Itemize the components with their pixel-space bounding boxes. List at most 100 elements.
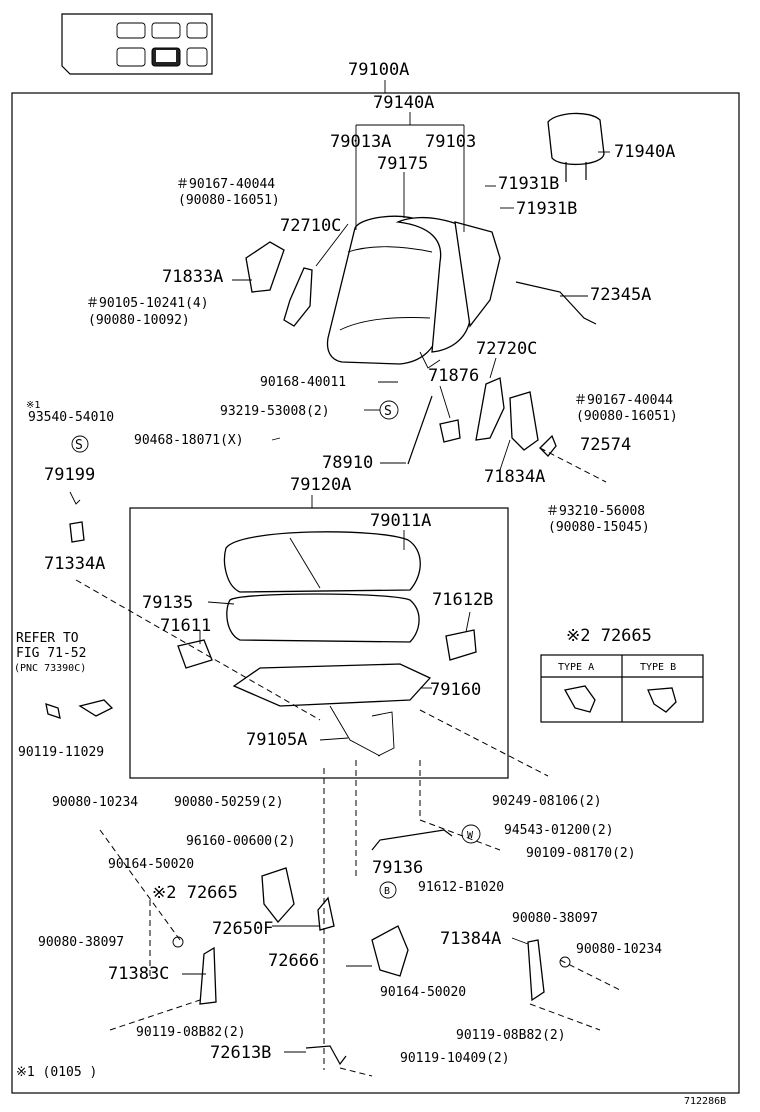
label-90080-38097-r: 90080-38097 bbox=[512, 911, 598, 926]
label-71940a: 71940A bbox=[614, 142, 675, 162]
label-90080-10234-r: 90080-10234 bbox=[576, 942, 662, 957]
assembly-frame bbox=[11, 92, 740, 1094]
label-78910: 78910 bbox=[322, 453, 373, 473]
label-96160: 96160-00600(2) bbox=[186, 834, 296, 849]
label-93219: 93219-53008(2) bbox=[220, 404, 330, 419]
label-72574: 72574 bbox=[580, 435, 631, 455]
label-79105a: 79105A bbox=[246, 730, 307, 750]
part-71383c bbox=[199, 946, 217, 1005]
part-72665 bbox=[261, 867, 295, 924]
cover-71833a bbox=[245, 241, 285, 293]
bolt-head-90080-38097-r bbox=[559, 956, 571, 968]
label-79103: 79103 bbox=[425, 132, 476, 152]
b-mark-letter: B bbox=[384, 886, 390, 897]
label-90468: 90468-18071(X) bbox=[134, 433, 244, 448]
label-79011a: 79011A bbox=[370, 511, 431, 531]
label-71834a: 71834A bbox=[484, 467, 545, 487]
label-79140a: 79140A bbox=[373, 93, 434, 113]
label-79160: 79160 bbox=[430, 680, 481, 700]
label-71383c: 71383C bbox=[108, 964, 169, 984]
label-91612: 91612-B1020 bbox=[418, 880, 504, 895]
label-79120a: 79120A bbox=[290, 475, 351, 495]
label-90249: 90249-08106(2) bbox=[492, 794, 602, 809]
label-71931b-2: 71931B bbox=[516, 199, 577, 219]
labels: 79100A 79140A 79013A 79103 79175 71940A … bbox=[14, 60, 726, 1107]
label-90119-11029: 90119-11029 bbox=[18, 745, 104, 760]
s-mark-letter-1: S bbox=[75, 438, 83, 453]
label-79175: 79175 bbox=[377, 154, 428, 174]
label-screw-mid-1: ＃90105-10241(4) bbox=[86, 296, 209, 311]
seat-location-icon bbox=[61, 13, 213, 75]
label-type-b: TYPE B bbox=[640, 662, 676, 673]
part-71876 bbox=[439, 419, 461, 443]
cover-71834a bbox=[509, 391, 539, 451]
label-screw-r-1: ＃90167-40044 bbox=[574, 393, 673, 408]
s-mark-letter-2: S bbox=[384, 404, 392, 419]
dashed-lines bbox=[75, 447, 621, 1077]
label-note1-mark: ※1 bbox=[26, 400, 40, 411]
label-72710c: 72710C bbox=[280, 216, 341, 236]
label-screw-top-1: ＃90167-40044 bbox=[176, 177, 275, 192]
label-screw-r2-1: ＃93210-56008 bbox=[546, 504, 645, 519]
bolt-head-90080-38097-l bbox=[172, 936, 184, 948]
label-footnote: ※1 (0105 ) bbox=[16, 1065, 97, 1080]
label-90119-10409: 90119-10409(2) bbox=[400, 1051, 510, 1066]
label-79136: 79136 bbox=[372, 858, 423, 878]
label-90080-50259: 90080-50259(2) bbox=[174, 795, 284, 810]
label-79013a: 79013A bbox=[330, 132, 391, 152]
headrest-drawing bbox=[547, 112, 605, 182]
label-79199: 79199 bbox=[44, 465, 95, 485]
label-90164-b: 90164-50020 bbox=[380, 985, 466, 1000]
b-mark-circle bbox=[379, 881, 397, 899]
label-note2-72665: ※2 72665 bbox=[152, 883, 238, 903]
label-90080-38097-l: 90080-38097 bbox=[38, 935, 124, 950]
label-90119-08b82-l: 90119-08B82(2) bbox=[136, 1025, 246, 1040]
part-72613b bbox=[305, 1045, 347, 1066]
label-71384a: 71384A bbox=[440, 929, 501, 949]
part-79199 bbox=[69, 491, 81, 505]
label-72650f: 72650F bbox=[212, 919, 273, 939]
part-71384a bbox=[527, 939, 545, 1002]
label-refer-1: REFER TO bbox=[16, 631, 79, 646]
label-71833a: 71833A bbox=[162, 267, 223, 287]
seat-cushion-drawing bbox=[177, 531, 477, 757]
bracket-refer bbox=[78, 699, 114, 717]
part-79136 bbox=[371, 829, 453, 851]
bracket-72710c bbox=[283, 267, 313, 327]
label-90119-08b82-r: 90119-08B82(2) bbox=[456, 1028, 566, 1043]
w-mark bbox=[461, 824, 481, 844]
label-72720c: 72720C bbox=[476, 339, 537, 359]
label-90164-a: 90164-50020 bbox=[108, 857, 194, 872]
label-71334a: 71334A bbox=[44, 554, 105, 574]
label-71876: 71876 bbox=[428, 366, 479, 386]
part-72574 bbox=[539, 434, 557, 457]
seat-back-drawing bbox=[326, 215, 501, 369]
part-72650f bbox=[317, 896, 335, 931]
label-93540: 93540-54010 bbox=[28, 410, 114, 425]
label-90168: 90168-40011 bbox=[260, 375, 346, 390]
label-screw-r2-2: (90080-15045) bbox=[548, 520, 650, 535]
label-figure-id: 712286B bbox=[684, 1096, 726, 1107]
part-72666 bbox=[371, 925, 409, 977]
label-screw-r-2: (90080-16051) bbox=[576, 409, 678, 424]
w-mark-letter: W bbox=[467, 830, 474, 841]
label-refer-3: (PNC 73390C) bbox=[14, 663, 86, 674]
label-72666: 72666 bbox=[268, 951, 319, 971]
part-71334a bbox=[69, 521, 85, 543]
label-79135: 79135 bbox=[142, 593, 193, 613]
label-90080-10234-l: 90080-10234 bbox=[52, 795, 138, 810]
label-90109: 90109-08170(2) bbox=[526, 846, 636, 861]
bolt-90119-11029-shape bbox=[45, 703, 61, 719]
rod-72345a bbox=[515, 281, 597, 325]
label-type-a: TYPE A bbox=[558, 662, 594, 673]
label-72345a: 72345A bbox=[590, 285, 651, 305]
label-screw-top-2: (90080-16051) bbox=[178, 193, 280, 208]
label-screw-mid-2: (90080-10092) bbox=[88, 313, 190, 328]
cushion-frame bbox=[129, 507, 509, 779]
label-note2-part: ※2 72665 bbox=[566, 626, 652, 646]
label-79100a: 79100A bbox=[348, 60, 409, 80]
label-94543: 94543-01200(2) bbox=[504, 823, 614, 838]
rod-78910 bbox=[407, 395, 433, 465]
label-refer-2: FIG 71-52 bbox=[16, 646, 86, 661]
